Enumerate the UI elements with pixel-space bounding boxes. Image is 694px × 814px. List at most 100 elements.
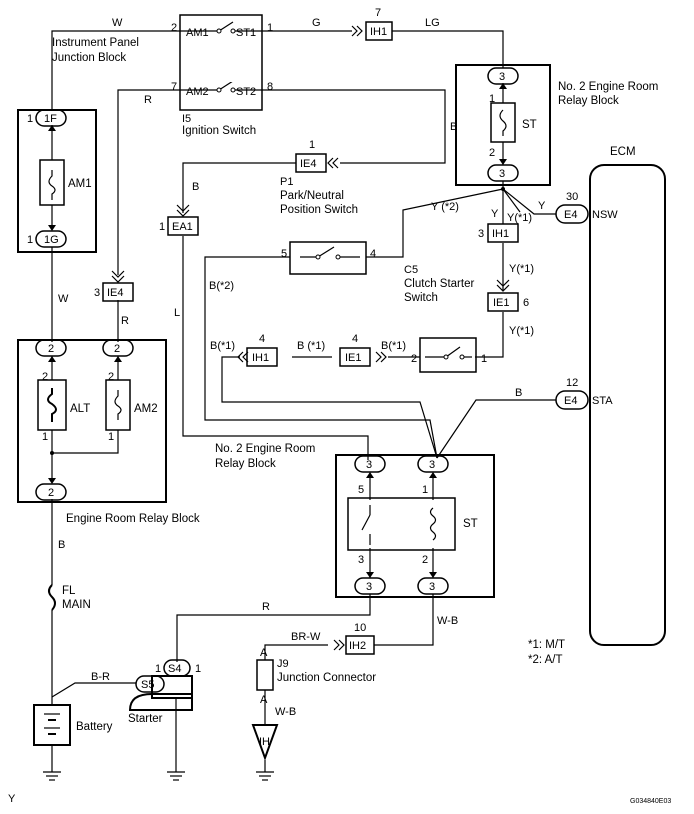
starter-label: Starter xyxy=(128,713,163,725)
lower-relay-pin1: 1 xyxy=(422,484,428,496)
p1-pin5: 5 xyxy=(281,248,287,260)
ign-name: Ignition Switch xyxy=(182,125,256,137)
connector-1f xyxy=(35,109,67,127)
ignition-switch xyxy=(179,14,263,111)
p1-pin4: 4 xyxy=(370,248,376,260)
wire-lg xyxy=(392,30,504,68)
ip-jb-line2: Junction Block xyxy=(52,52,126,64)
connector-err-2c xyxy=(35,483,67,501)
footer-code: G034840E03 xyxy=(630,798,671,805)
wire-b2 xyxy=(204,256,438,459)
pin-am2: 7 xyxy=(171,81,177,93)
wire-label-w-top: W xyxy=(112,17,123,29)
lower-relay-pin2: 2 xyxy=(422,554,428,566)
ign-st2-label: ST2 xyxy=(236,86,256,98)
ie4-left-label: IE4 xyxy=(107,287,124,299)
wire-label-b1-mid: B (*1) xyxy=(297,340,325,352)
ih2-label: IH2 xyxy=(349,640,366,652)
c1f-label: 1F xyxy=(44,113,57,125)
ih1-right-label: IH1 xyxy=(492,228,509,240)
ign-st1-label: ST1 xyxy=(236,27,256,39)
ie4-mid-pin: 1 xyxy=(309,139,315,151)
ie4-mid-label: IE4 xyxy=(300,158,317,170)
wire-label-r-s4: R xyxy=(262,601,270,613)
ih1-mid-pin: 4 xyxy=(259,333,265,345)
starter-symbol xyxy=(128,675,193,711)
wire-b-ea1 xyxy=(182,162,296,213)
wire-label-r-ie4: R xyxy=(121,315,129,327)
lower-relay-pin3: 3 xyxy=(358,554,364,566)
engine-room-relay-block-label: Engine Room Relay Block xyxy=(66,513,200,525)
wire-label-g: G xyxy=(312,17,321,29)
wire-label-w-mid: W xyxy=(58,293,69,305)
terminal-markers xyxy=(48,83,507,578)
ea1-pin: 1 xyxy=(159,221,165,233)
lower-relay-st-label: ST xyxy=(463,518,478,530)
connector-e4-nsw xyxy=(555,204,589,224)
lower-3d-label: 3 xyxy=(429,581,435,593)
ecm-sta-label: STA xyxy=(592,395,613,407)
connector-ie1-mid xyxy=(339,347,371,367)
upper-relay-line2: Relay Block xyxy=(558,95,619,107)
ecm-nsw-pin: 30 xyxy=(566,191,578,203)
e4-nsw-label: E4 xyxy=(564,209,577,221)
wire-err-in xyxy=(51,356,119,480)
lower-st-relay xyxy=(347,497,456,551)
lower-relay-pin5: 5 xyxy=(358,484,364,496)
connector-ie4-left xyxy=(102,282,134,302)
s5-label: S5 xyxy=(141,679,154,691)
j9-pin-a-bot: A xyxy=(260,694,268,706)
wire-label-r-top: R xyxy=(144,94,152,106)
connector-ie1-right xyxy=(487,292,519,312)
ea1-label: EA1 xyxy=(172,221,193,233)
ie1-mid-pin: 4 xyxy=(352,333,358,345)
upper-3a-label: 3 xyxy=(499,71,505,83)
fl-main-link xyxy=(48,584,56,611)
wire-label-w-b-1: W-B xyxy=(437,615,458,627)
connector-s5 xyxy=(135,675,165,693)
connector-ih1-top xyxy=(365,21,393,41)
wire-label-b-fl: B xyxy=(58,539,65,551)
am2-fuse xyxy=(105,379,131,431)
fl-label: FL xyxy=(62,585,76,597)
wire-label-l: L xyxy=(174,307,180,319)
wire-label-b2: B(*2) xyxy=(209,280,234,292)
j9-ref: J9 xyxy=(277,658,289,670)
note-mt: *1: M/T xyxy=(528,639,565,651)
connector-1g xyxy=(35,230,67,248)
c1g-label: 1G xyxy=(44,234,59,246)
wire-l xyxy=(182,236,369,460)
c5-pin1: 1 xyxy=(481,353,487,365)
am2-pin1: 1 xyxy=(108,431,114,443)
j9-name: Junction Connector xyxy=(277,672,376,684)
alt-pin1: 1 xyxy=(42,431,48,443)
am2-fuse-label: AM2 xyxy=(134,403,158,415)
wire-label-y1b: Y(*1) xyxy=(509,325,534,337)
ign-am1-label: AM1 xyxy=(186,27,209,39)
ip-jb-line1: Instrument Panel xyxy=(52,37,139,49)
battery-label: Battery xyxy=(76,721,113,733)
p1-line2: Position Switch xyxy=(280,204,358,216)
ecm-sta-pin: 12 xyxy=(566,377,578,389)
upper-relay-block-box xyxy=(455,64,551,186)
connector-ih2 xyxy=(345,635,375,655)
upper-relay-pin1: 1 xyxy=(489,93,495,105)
wire-label-w-b-2: W-B xyxy=(275,706,296,718)
pin-st1: 1 xyxy=(267,22,273,34)
note-at: *2: A/T xyxy=(528,654,563,666)
wire-y-nsw xyxy=(502,188,556,215)
ie4-left-pin: 3 xyxy=(94,287,100,299)
wire-b1-chain3 xyxy=(221,356,438,459)
upper-st-relay xyxy=(490,102,516,143)
ih1-right-pin: 3 xyxy=(478,228,484,240)
j9-pin-a-top: A xyxy=(260,647,268,659)
err-2c-label: 2 xyxy=(48,487,54,499)
p1-line1: Park/Neutral xyxy=(280,190,344,202)
lower-relay-line2: Relay Block xyxy=(215,458,276,470)
ground-starter xyxy=(167,771,185,781)
wire-label-b1-right: B(*1) xyxy=(381,340,406,352)
c1g-pin: 1 xyxy=(27,234,33,246)
engine-room-relay-block-box xyxy=(17,339,167,503)
err-2a-label: 2 xyxy=(48,343,54,355)
